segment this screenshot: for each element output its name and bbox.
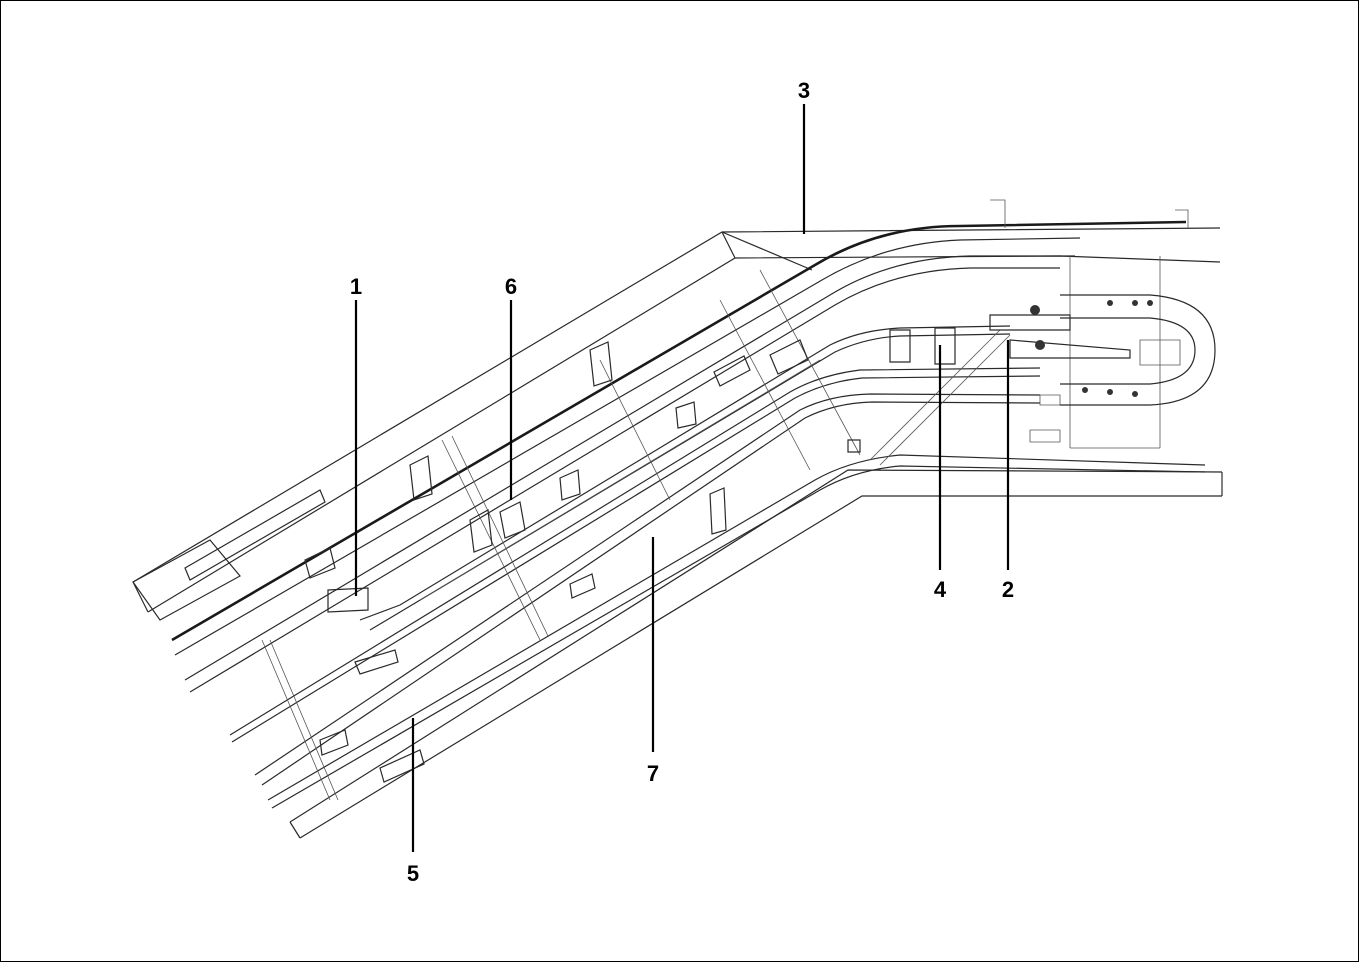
callout-4: 4 [934,345,947,602]
truss-members [261,256,1161,801]
callout-1: 1 [350,274,362,596]
callout-5: 5 [407,718,419,886]
callout-2: 2 [1002,340,1014,602]
callout-label-4: 4 [934,577,947,602]
step-tracks [229,325,1206,809]
callout-3: 3 [798,78,810,234]
callout-label-6: 6 [505,274,517,299]
upper-handrail [171,220,1187,693]
callout-label-5: 5 [407,861,419,886]
callout-label-2: 2 [1002,577,1014,602]
callout-7: 7 [647,537,659,786]
callout-label-3: 3 [798,78,810,103]
callout-label-7: 7 [647,761,659,786]
upper-landing-return [889,199,1216,406]
callout-6: 6 [505,274,517,500]
truss-outline [132,227,1223,839]
fixtures [304,300,1153,783]
callout-label-1: 1 [350,274,362,299]
